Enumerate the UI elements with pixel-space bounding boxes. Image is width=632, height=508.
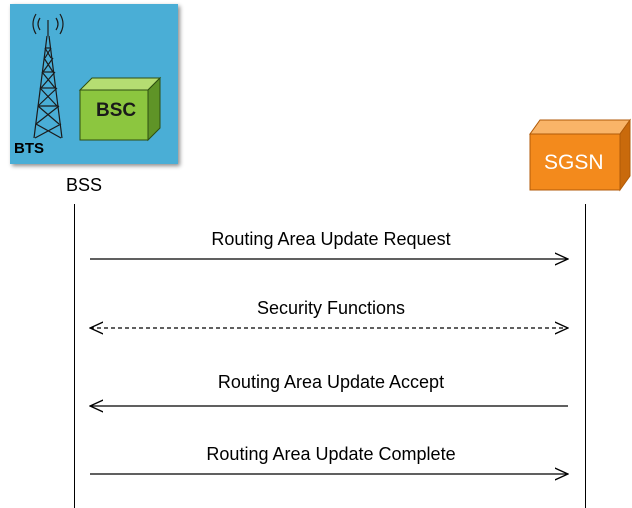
bss-lifeline <box>74 204 75 508</box>
message-label-request: Routing Area Update Request <box>211 229 451 249</box>
bsc-box-icon <box>78 76 162 142</box>
bss-label: BSS <box>66 175 103 195</box>
sgsn-box-icon <box>529 118 631 192</box>
bsc-label: BSC <box>96 100 137 121</box>
bts-label: BTS <box>14 140 44 157</box>
message-label-complete: Routing Area Update Complete <box>206 444 456 464</box>
radio-tower-icon <box>32 13 64 139</box>
message-label-security: Security Functions <box>256 298 406 318</box>
message-label-accept: Routing Area Update Accept <box>217 372 445 392</box>
sgsn-lifeline <box>585 204 586 508</box>
sgsn-label: SGSN <box>544 151 604 174</box>
